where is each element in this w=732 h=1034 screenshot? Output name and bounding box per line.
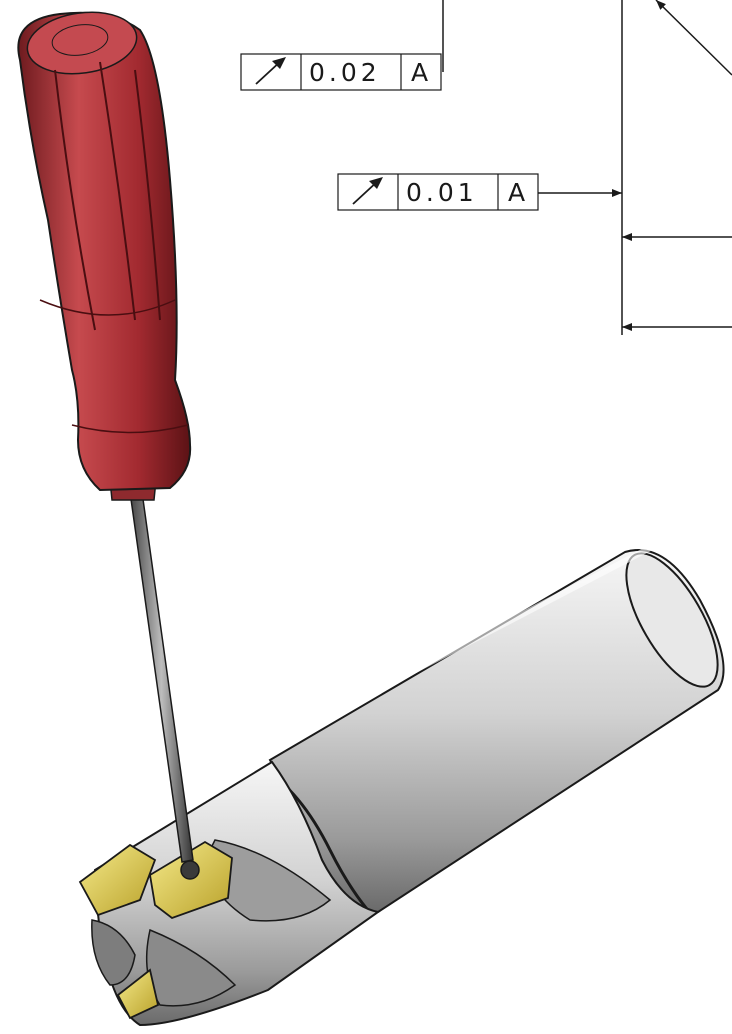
fcf1-datum: A (411, 58, 432, 87)
screwdriver-shaft (129, 491, 194, 863)
insert-top (149, 840, 233, 920)
runout-arrow-icon (352, 177, 383, 205)
insert-bottom (116, 968, 160, 1020)
cutting-inserts (78, 840, 233, 1020)
fcf1-tolerance: 0.02 (309, 58, 381, 87)
insert-left (78, 843, 157, 917)
screwdriver (17, 11, 194, 863)
flute-pocket (91, 919, 136, 986)
diagonal-leader (655, 0, 732, 76)
insert-screw (180, 860, 200, 880)
feature-control-frame-1: 0.02 A (240, 53, 442, 91)
fcf2-tolerance: 0.01 (406, 178, 478, 207)
milling-cutter (91, 545, 725, 1027)
handle-end-cap (26, 11, 138, 75)
fcf2-datum: A (508, 178, 529, 207)
runout-arrow-icon (255, 57, 286, 85)
dimension-lines (442, 0, 732, 335)
feature-control-frame-2: 0.01 A (337, 173, 539, 211)
